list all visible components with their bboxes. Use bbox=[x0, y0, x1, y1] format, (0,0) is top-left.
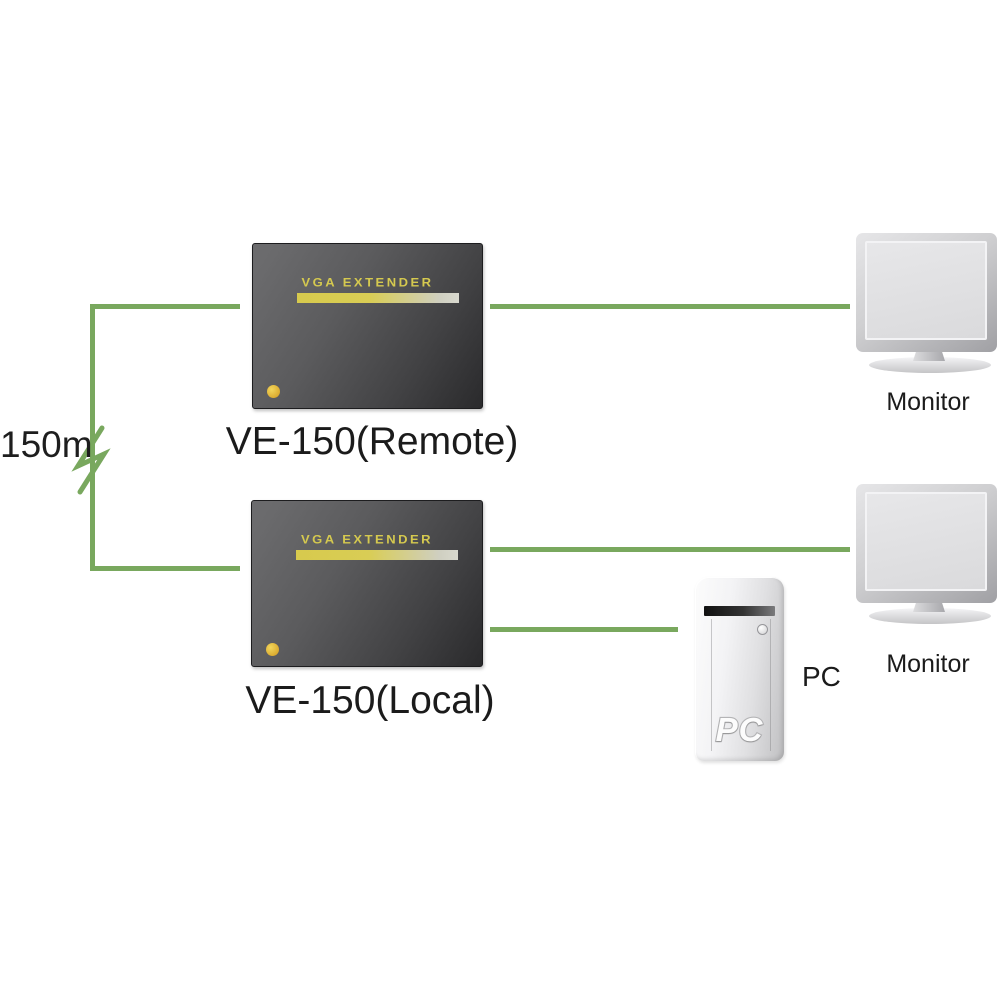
monitor-base bbox=[869, 608, 991, 624]
remote-monitor-label: Monitor bbox=[886, 388, 970, 416]
cable-local-to-monitor bbox=[490, 547, 850, 552]
monitor-base bbox=[869, 357, 991, 373]
remote-extender-box: VGA EXTENDER bbox=[252, 243, 483, 409]
pc-label: PC bbox=[802, 661, 841, 692]
cable-remote-to-monitor bbox=[490, 304, 850, 309]
local-power-led-icon bbox=[266, 643, 279, 656]
remote-extender-label: VE-150(Remote) bbox=[225, 420, 519, 463]
monitor-bezel bbox=[856, 484, 997, 603]
cable-link-vertical-segment bbox=[90, 304, 95, 571]
cable-link-local-segment bbox=[90, 566, 240, 571]
pc-panel-seam bbox=[711, 619, 712, 751]
pc-panel-seam bbox=[770, 619, 771, 751]
cable-break-icon bbox=[71, 425, 111, 495]
pc-drive-slot bbox=[704, 606, 775, 616]
pc-tower: PC bbox=[695, 577, 784, 761]
monitor-screen bbox=[865, 241, 987, 340]
remote-extender-panel-text: VGA EXTENDER bbox=[301, 275, 434, 290]
local-monitor-label: Monitor bbox=[886, 650, 970, 678]
local-extender-box: VGA EXTENDER bbox=[251, 500, 483, 667]
local-extender-panel-text: VGA EXTENDER bbox=[300, 532, 434, 547]
remote-monitor bbox=[856, 233, 1000, 375]
local-extender-label: VE-150(Local) bbox=[245, 679, 495, 722]
pc-power-button-icon bbox=[757, 624, 768, 635]
local-extender-gradient-bar bbox=[296, 550, 458, 560]
remote-extender-gradient-bar bbox=[297, 293, 459, 303]
pc-case-text: PC bbox=[714, 710, 764, 749]
monitor-screen bbox=[865, 492, 987, 591]
cable-local-to-pc bbox=[490, 627, 678, 632]
cable-link-remote-segment bbox=[90, 304, 240, 309]
monitor-bezel bbox=[856, 233, 997, 352]
local-monitor bbox=[856, 484, 1000, 626]
distance-label: 150m bbox=[0, 424, 93, 465]
remote-power-led-icon bbox=[267, 385, 280, 398]
